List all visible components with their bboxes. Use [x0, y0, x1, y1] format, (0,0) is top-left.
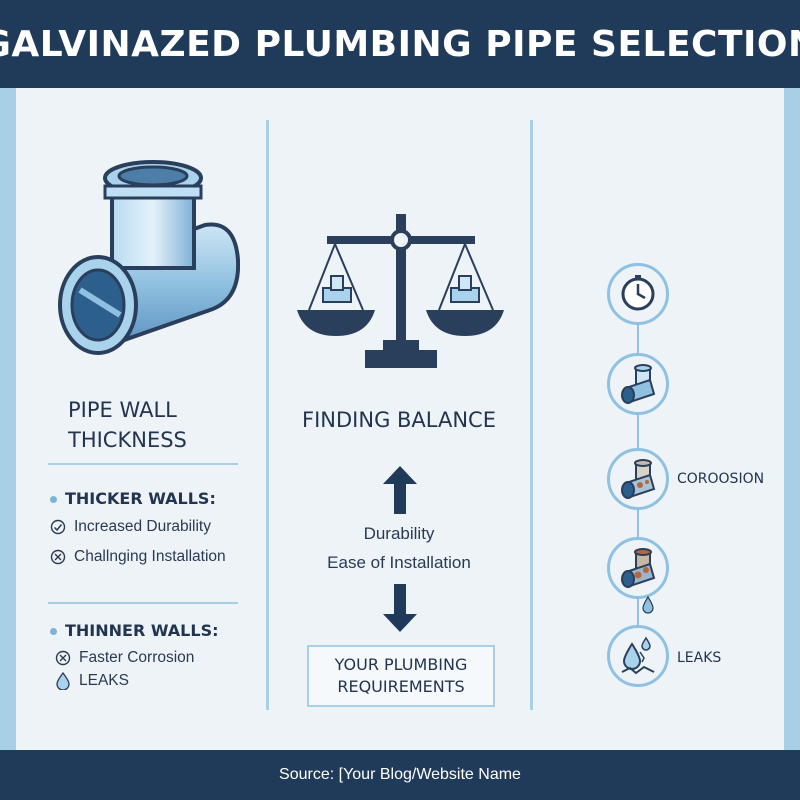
arrow-up-icon	[383, 466, 417, 514]
tee-pipe-icon	[58, 160, 240, 355]
corroding-pipe-icon	[621, 459, 656, 499]
column-divider-right	[530, 120, 533, 710]
timeline-node-clock	[607, 263, 669, 325]
arrow-down-icon	[383, 584, 417, 632]
title-banner: GALVINAZED PLUMBING PIPE SELECTION	[0, 0, 800, 88]
heading-line-2: THICKNESS	[68, 428, 187, 452]
clean-pipe-icon	[621, 364, 656, 404]
leak-icon	[621, 636, 655, 675]
durability-label: Durability	[363, 524, 435, 543]
source-text: Source: [Your Blog/Website Name	[279, 766, 521, 783]
list-item: Increased Durability	[50, 518, 211, 536]
timeline-node-leak	[607, 625, 669, 687]
water-drop-icon	[642, 595, 654, 614]
clock-icon	[621, 275, 655, 311]
rusted-pipe-icon	[621, 548, 656, 588]
divider	[48, 602, 238, 604]
timeline-node-corrosion	[607, 448, 669, 510]
leaks-label: LEAKS	[677, 650, 722, 666]
timeline-node-rusted-pipe	[607, 537, 669, 599]
source-footer: Source: [Your Blog/Website Name	[0, 750, 800, 800]
list-item: LEAKS	[55, 672, 129, 690]
thinner-walls-label: THINNER WALLS:	[50, 621, 218, 640]
thicker-walls-label: THICKER WALLS:	[50, 489, 216, 508]
x-circle-icon	[50, 549, 66, 565]
timeline-node-clean-pipe	[607, 353, 669, 415]
list-item: Challnging Installation	[50, 548, 226, 566]
bullet-dot	[50, 628, 57, 635]
corrosion-label: COROOSION	[677, 471, 765, 487]
balance-scale-icon	[297, 214, 504, 368]
requirements-box: YOUR PLUMBING REQUIREMENTS	[307, 645, 495, 707]
divider	[48, 463, 238, 465]
x-circle-icon	[55, 650, 71, 666]
column-divider-left	[266, 120, 269, 710]
water-drop-icon	[56, 672, 70, 690]
requirements-line-1: YOUR PLUMBING	[334, 655, 468, 674]
heading-line-1: PIPE WALL	[68, 398, 177, 422]
finding-balance-heading: FINDING BALANCE	[302, 408, 496, 432]
check-circle-icon	[50, 519, 66, 535]
page-title: GALVINAZED PLUMBING PIPE SELECTION	[0, 23, 800, 65]
list-item: Faster Corrosion	[55, 649, 194, 667]
requirements-line-2: REQUIREMENTS	[337, 677, 465, 696]
bullet-dot	[50, 496, 57, 503]
ease-of-installation-label: Ease of Installation	[327, 553, 471, 572]
pipe-wall-heading: PIPE WALL THICKNESS	[68, 395, 187, 455]
